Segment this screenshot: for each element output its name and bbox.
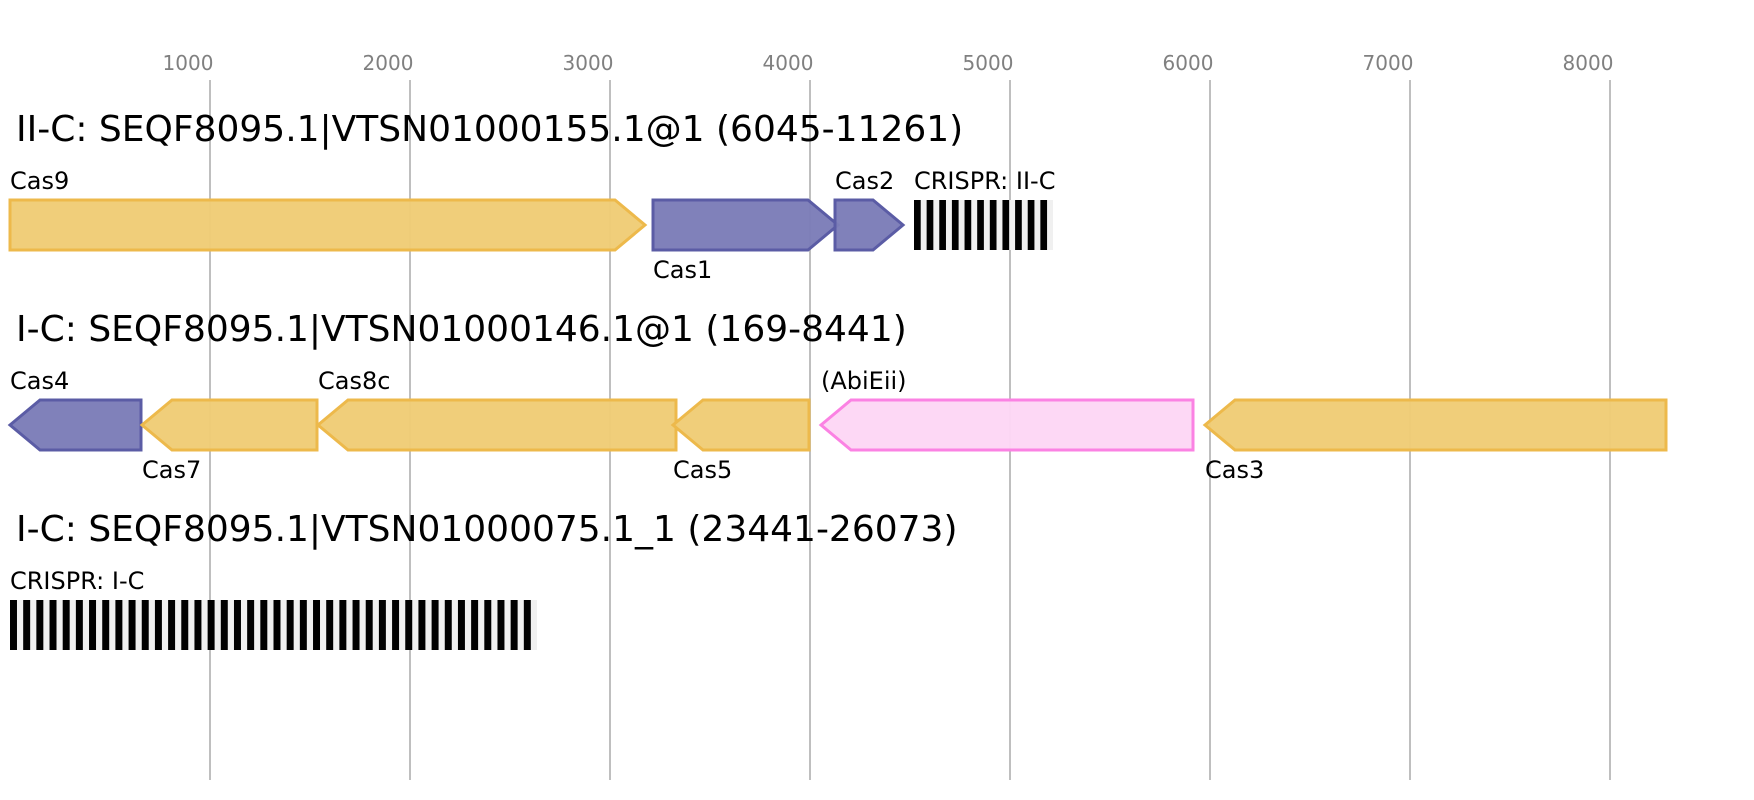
gene-arrow-cas3[interactable]: [1202, 398, 1668, 452]
crispr-repeat: [273, 600, 281, 650]
crispr-repeat: [207, 600, 215, 650]
crispr-repeat: [939, 200, 946, 250]
feature-label-cas2: Cas2: [835, 167, 894, 195]
crispr-repeat: [286, 600, 294, 650]
locus-title: I-C: SEQF8095.1|VTSN01000146.1@1 (169-84…: [16, 309, 907, 350]
tick-label-4000: 4000: [763, 51, 814, 75]
crispr-repeat: [1040, 200, 1048, 250]
locus-title: II-C: SEQF8095.1|VTSN01000155.1@1 (6045-…: [16, 109, 963, 150]
tick-label-2000: 2000: [363, 51, 414, 75]
gene-arrow-cas2[interactable]: [833, 198, 906, 252]
feature-label-cas5: Cas5: [673, 456, 732, 484]
crispr-repeat: [392, 600, 400, 650]
crispr-repeat: [168, 600, 176, 650]
crispr-repeat: [89, 600, 97, 650]
crispr-repeat: [1002, 200, 1010, 250]
feature-label-cas3: Cas3: [1205, 456, 1264, 484]
crispr-repeat: [313, 600, 321, 650]
crispr-repeat: [181, 600, 189, 650]
crispr-repeat: [260, 600, 268, 650]
feature-label-abieii: (AbiEii): [821, 367, 907, 395]
tick-label-1000: 1000: [163, 51, 214, 75]
crispr-repeat: [484, 600, 492, 650]
tick-label-3000: 3000: [563, 51, 614, 75]
crispr-repeat: [497, 600, 505, 650]
crispr-repeat: [352, 600, 360, 650]
crispr-repeat: [471, 600, 479, 650]
crispr-repeat: [220, 600, 228, 650]
crispr-repeat: [247, 600, 255, 650]
gene-arrow-cas5[interactable]: [670, 398, 811, 452]
crispr-repeat: [62, 600, 70, 650]
crispr-repeat: [523, 600, 531, 650]
gene-arrow-cas1[interactable]: [651, 198, 841, 252]
crispr-repeat: [102, 600, 110, 650]
gene-arrow-cas9[interactable]: [8, 198, 648, 252]
crispr-repeat: [977, 200, 984, 250]
tick-label-6000: 6000: [1163, 51, 1214, 75]
gene-arrow-cas8c[interactable]: [315, 398, 678, 452]
feature-label-cas1: Cas1: [653, 256, 712, 284]
crispr-repeat: [378, 600, 386, 650]
crispr-array-crispr-ii-c[interactable]: [914, 200, 1053, 250]
crispr-repeat: [444, 600, 452, 650]
crispr-repeat: [10, 600, 17, 650]
crispr-repeat: [914, 200, 921, 250]
tick-label-7000: 7000: [1363, 51, 1414, 75]
crispr-repeat: [951, 200, 959, 250]
feature-label-cas9: Cas9: [10, 167, 69, 195]
crispr-repeat: [75, 600, 83, 650]
gene-arrow-abieii[interactable]: [818, 398, 1195, 452]
gene-arrow-cas4[interactable]: [7, 398, 143, 452]
locus-track-1: II-C: SEQF8095.1|VTSN01000155.1@1 (6045-…: [8, 109, 1055, 284]
crispr-repeat: [128, 600, 136, 650]
locus-track-2: I-C: SEQF8095.1|VTSN01000146.1@1 (169-84…: [7, 309, 1668, 484]
loci-tracks: II-C: SEQF8095.1|VTSN01000155.1@1 (6045-…: [7, 109, 1668, 650]
crispr-repeat: [326, 600, 334, 650]
crispr-repeat: [418, 600, 426, 650]
crispr-repeat: [299, 600, 307, 650]
crispr-repeat: [115, 600, 123, 650]
crispr-array-crispr-i-c[interactable]: [10, 600, 537, 650]
crispr-repeat: [989, 200, 997, 250]
crispr-repeat: [141, 600, 149, 650]
crispr-repeat: [1027, 200, 1035, 250]
tick-label-5000: 5000: [963, 51, 1014, 75]
feature-label-crispr-ii-c: CRISPR: II-C: [914, 167, 1055, 195]
feature-label-crispr-i-c: CRISPR: I-C: [10, 567, 144, 595]
crispr-repeat: [1015, 200, 1022, 250]
crispr-repeat: [365, 600, 373, 650]
feature-label-cas4: Cas4: [10, 367, 69, 395]
crispr-repeat: [339, 600, 347, 650]
crispr-repeat: [431, 600, 439, 650]
crispr-repeat: [510, 600, 518, 650]
crispr-repeat: [194, 600, 202, 650]
locus-title: I-C: SEQF8095.1|VTSN01000075.1_1 (23441-…: [16, 509, 958, 550]
feature-label-cas8c: Cas8c: [318, 367, 390, 395]
tick-label-8000: 8000: [1563, 51, 1614, 75]
feature-label-cas7: Cas7: [142, 456, 201, 484]
crispr-repeat: [926, 200, 934, 250]
crispr-repeat: [49, 600, 57, 650]
crispr-repeat: [457, 600, 465, 650]
crispr-repeat: [405, 600, 413, 650]
locus-track-3: I-C: SEQF8095.1|VTSN01000075.1_1 (23441-…: [10, 509, 958, 650]
crispr-repeat: [154, 600, 162, 650]
crispr-repeat: [233, 600, 241, 650]
crispr-repeat: [36, 600, 44, 650]
crispr-repeat: [23, 600, 31, 650]
crispr-repeat: [964, 200, 972, 250]
gene-arrow-cas7[interactable]: [139, 398, 319, 452]
